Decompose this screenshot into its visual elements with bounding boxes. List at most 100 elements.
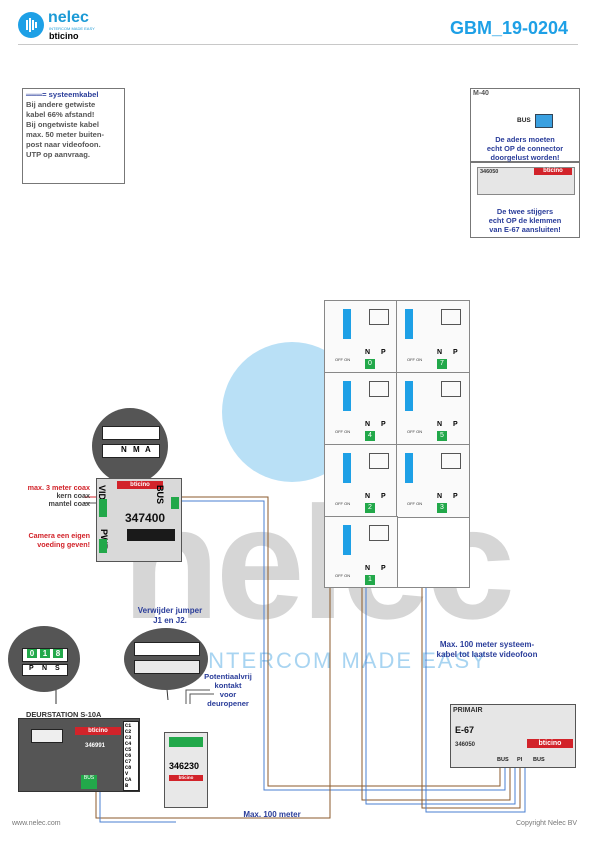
phone-number: 7 (437, 359, 447, 369)
power-terminal-pi: PI (517, 757, 523, 763)
mantel-note: mantel coax (48, 499, 90, 508)
connector-icon (343, 309, 351, 339)
door-station-connector (31, 729, 63, 743)
footer-copyright: Copyright Nelec BV (516, 820, 578, 827)
bus-terminal (171, 497, 179, 509)
n-label: N (365, 493, 371, 500)
power-supply: PRIMAIR E-67 346050 bticino BUS PI BUS (450, 704, 576, 768)
camera-power-line: Camera een eigen (28, 531, 90, 540)
connector-icon (535, 114, 553, 128)
relay-module: 346230 bticino (164, 732, 208, 808)
terminal: C3 (125, 735, 132, 741)
system-cable-line: Max. 100 meter systeem- (439, 640, 535, 649)
m40-label: M-40 (473, 90, 489, 97)
jumper-zoom (124, 628, 208, 690)
zoom-labels: N M A (102, 444, 160, 458)
coax-max-note: max. 3 meter coax (27, 483, 90, 492)
screen-icon (441, 453, 461, 469)
zoom-value: 8 (53, 649, 63, 658)
zoom-values: 0 1 8 (22, 648, 68, 662)
terminal: C1 (125, 723, 132, 729)
nelec-bars-icon (26, 18, 37, 32)
switch-label: OFF ON (335, 501, 351, 506)
brand-tagline: INTERCOM MADE EASY (49, 26, 95, 31)
screen-icon (441, 381, 461, 397)
phone-number: 1 (365, 575, 375, 585)
door-station-code: 346991 (85, 743, 106, 749)
m40-line: doorgelust worden! (490, 153, 560, 162)
terminal: CA (125, 777, 132, 783)
power-supply-name: E-67 (455, 725, 475, 735)
zoom-value: 1 (40, 649, 50, 658)
screen-icon (441, 309, 461, 325)
bus-label: BUS (155, 485, 165, 505)
p-label: P (381, 493, 386, 500)
jumper-note: Verwijder jumper J1 en J2. (120, 606, 220, 626)
kern-note: kern coax (56, 491, 90, 500)
screen-icon (369, 381, 389, 397)
module-line: De twee stijgers (496, 207, 554, 216)
zoom-label: P (29, 665, 34, 672)
module-text: De twee stijgers echt OP de klemmen van … (471, 207, 579, 234)
module-brand: bticino (534, 168, 572, 175)
zoom-label-m: M (133, 445, 140, 454)
screen-icon (369, 525, 389, 541)
terminal: C2 (125, 729, 132, 735)
camera-interface-zoom: N M A (92, 408, 168, 484)
note-line: kabel 66% afstand! (26, 110, 95, 119)
contact-line: Potentiaalvrij (204, 672, 252, 681)
zoom-label-a: A (145, 445, 151, 454)
jumper-line: J1 en J2. (153, 616, 187, 625)
video-terminal (99, 499, 107, 517)
pwr-terminal (99, 539, 107, 553)
videophone-0: OFF ON N P 0 (324, 300, 398, 374)
phone-number: 4 (365, 431, 375, 441)
terminal: C7 (125, 759, 132, 765)
p-label: P (381, 349, 386, 356)
zoom-label-n: N (121, 445, 127, 454)
power-supply-brand: bticino (527, 739, 573, 748)
jumper-strip (134, 642, 200, 656)
interface-brand: bticino (117, 481, 163, 489)
n-label: N (365, 349, 371, 356)
door-station-title: DEURSTATION S-10A (26, 710, 102, 719)
note-title-row: ═══= systeemkabel (26, 90, 99, 99)
switch-label: OFF ON (335, 573, 351, 578)
nelec-logo-icon (18, 12, 44, 38)
screen-icon (369, 309, 389, 325)
contact-line: voor (219, 690, 237, 699)
m40-line: echt OP de connector (486, 144, 564, 153)
module-device: 346050 bticino (477, 167, 575, 195)
terminal: C5 (125, 747, 132, 753)
videophone-5: OFF ON N P 5 (396, 372, 470, 446)
interface-code: 347400 (125, 511, 166, 525)
m40-box: M-40 BUS De aders moeten echt OP de conn… (470, 88, 580, 162)
module-code: 346050 (480, 169, 499, 175)
module-box: 346050 bticino De twee stijgers echt OP … (470, 162, 580, 238)
videophone-4: OFF ON N P 4 (324, 372, 398, 446)
power-terminal-bus: BUS (497, 757, 509, 763)
watermark-tagline: INTERCOM MADE EASY (200, 648, 488, 673)
m40-line: De aders moeten (495, 135, 555, 144)
dip-switch (127, 529, 175, 541)
terminal: C6 (125, 753, 132, 759)
p-label: P (453, 421, 458, 428)
camera-interface: bticino 347400 VIDEO BUS PWR (96, 478, 182, 562)
n-label: N (437, 493, 443, 500)
zoom-label: S (55, 665, 60, 672)
module-line: echt OP de klemmen (488, 216, 562, 225)
connector-icon (343, 381, 351, 411)
note-title: = systeemkabel (42, 90, 99, 99)
phone-number: 0 (365, 359, 375, 369)
phone-number: 5 (437, 431, 447, 441)
zoom-label: N (42, 665, 48, 672)
brand-name: nelec (48, 9, 89, 26)
note-line: UTP op aanvraag. (26, 150, 91, 159)
note-line: Bij ongetwiste kabel (26, 120, 100, 129)
contact-line: kontakt (214, 681, 242, 690)
power-supply-code: 346050 (455, 742, 476, 748)
phone-number: 3 (437, 503, 447, 513)
door-station: bticino 346991 C1 C2 C3 C4 C5 C6 C7 C8 V… (18, 718, 140, 792)
videophone-2: OFF ON N P 2 (324, 444, 398, 518)
relay-brand: bticino (169, 775, 203, 781)
